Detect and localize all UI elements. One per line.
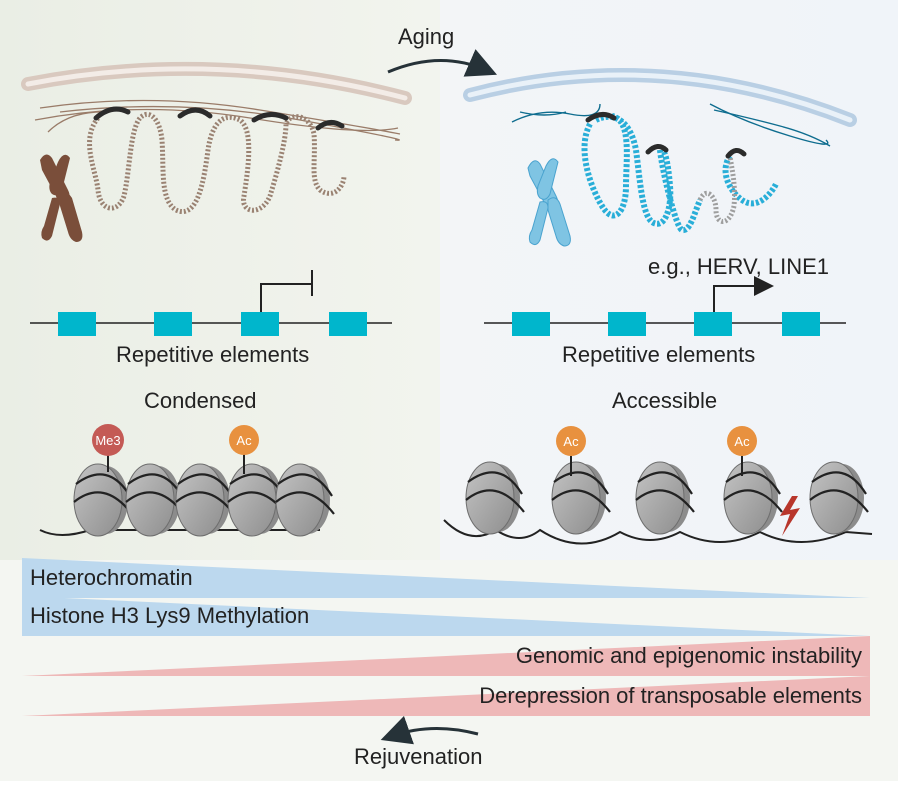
trend-bar-label: Heterochromatin [30, 565, 193, 590]
me3-mark: Me3 [92, 424, 124, 472]
condensed-nucleosome-array [39, 463, 335, 537]
aged-nuclear-envelope [463, 68, 857, 127]
acetyl-mark-label: Ac [236, 433, 252, 448]
nucleosome [809, 461, 869, 535]
trend-bar: Heterochromatin [22, 558, 870, 598]
repetitive-elements-right-label: Repetitive elements [562, 342, 755, 367]
repeat-box [782, 312, 820, 336]
nucleosome [551, 461, 611, 535]
rejuvenation-label: Rejuvenation [354, 744, 482, 769]
condensed-label: Condensed [144, 388, 257, 413]
me3-mark-label: Me3 [95, 433, 120, 448]
acetyl-mark: Ac [229, 425, 259, 474]
te-example-label: e.g., HERV, LINE1 [648, 254, 829, 279]
nucleosome [635, 461, 695, 535]
repeat-box [154, 312, 192, 336]
aging-arrow [387, 49, 498, 77]
aged-chromatin-fiber [581, 113, 779, 234]
acetyl-mark: Ac [556, 426, 586, 476]
trend-bar: Histone H3 Lys9 Methylation [22, 596, 870, 636]
trend-bar-label: Histone H3 Lys9 Methylation [30, 603, 309, 628]
dna-break-icon [780, 496, 800, 536]
acetyl-mark-label: Ac [563, 434, 579, 449]
aged-lamina-fibers [511, 103, 831, 147]
nucleosome [175, 463, 235, 537]
repetitive-elements-left-label: Repetitive elements [116, 342, 309, 367]
repeat-box [58, 312, 96, 336]
repeat-box [694, 312, 732, 336]
young-heterochromatin-caps [93, 106, 345, 131]
young-chromosome [40, 154, 83, 242]
nucleosome [465, 461, 525, 535]
aged-heterochromatin-caps [585, 112, 747, 159]
trend-bar-label: Genomic and epigenomic instability [516, 643, 862, 668]
acetyl-mark: Ac [727, 426, 757, 476]
aged-chromosome [527, 158, 571, 247]
trend-bar: Genomic and epigenomic instability [22, 636, 870, 676]
repeat-box [329, 312, 367, 336]
repeat-box [512, 312, 550, 336]
repeat-box [608, 312, 646, 336]
trend-bar: Derepression of transposable elements [22, 676, 870, 716]
nucleosome [125, 463, 185, 537]
aged-open-chromatin-segment [697, 155, 737, 224]
repeats-track-right [484, 276, 846, 336]
nucleosome [227, 463, 287, 537]
accessible-nucleosome-array [443, 461, 873, 545]
young-nuclear-envelope [21, 61, 412, 105]
repeats-track-left [30, 270, 392, 336]
aging-label: Aging [398, 24, 454, 49]
rejuvenation-arrow [380, 715, 479, 745]
nucleosome [275, 463, 335, 537]
nucleosome [723, 461, 783, 535]
acetyl-mark-label: Ac [734, 434, 750, 449]
repeat-box [241, 312, 279, 336]
young-chromatin-fiber [87, 111, 347, 215]
accessible-label: Accessible [612, 388, 717, 413]
nucleosome [73, 463, 133, 537]
active-transcription-arrow-icon [713, 276, 774, 312]
trend-bar-label: Derepression of transposable elements [479, 683, 862, 708]
blocked-transcription-icon [260, 270, 313, 312]
